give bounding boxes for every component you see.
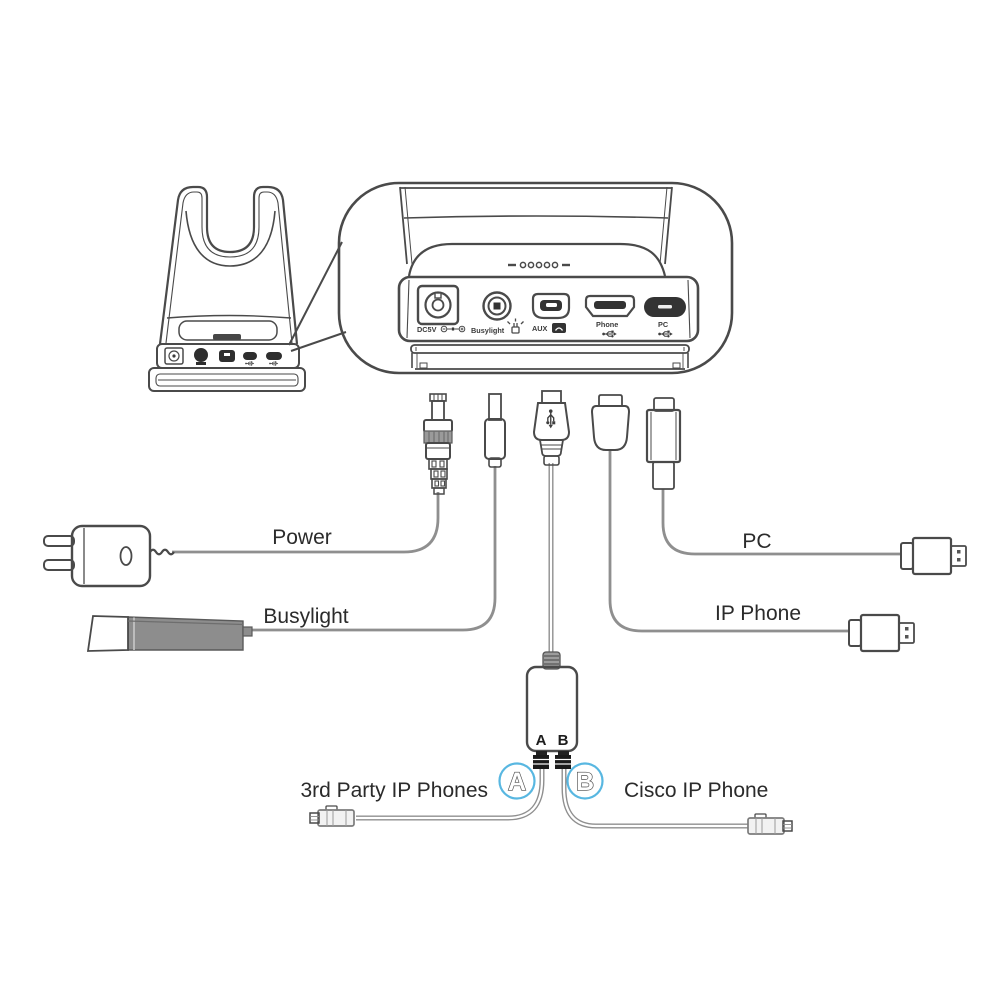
- power-cable: [172, 492, 440, 554]
- dock-phone-port: [243, 352, 257, 366]
- dock-busylight-port: [194, 348, 208, 365]
- panel-port-strip: [397, 275, 700, 343]
- usb-icon: [657, 330, 674, 338]
- badge-b-letter: B: [576, 768, 594, 796]
- aux-headset-icon: [552, 323, 566, 333]
- strain-relief: [149, 548, 175, 556]
- busylight-device: [86, 615, 253, 652]
- pc-port: PC: [644, 297, 686, 338]
- vent-dots: [508, 261, 570, 269]
- splitter-out-b: [555, 751, 571, 769]
- badge-b: B: [566, 762, 604, 800]
- magnifier-outline: [337, 181, 734, 375]
- busylight-cable: [252, 466, 497, 632]
- dc-plug-connector: [423, 393, 453, 495]
- dock-dc-port: [164, 347, 184, 365]
- pc-port-label: PC: [658, 320, 669, 329]
- usb-icon: [601, 330, 618, 338]
- plug-prong: [43, 559, 75, 571]
- aux-port-label: AUX: [532, 324, 548, 333]
- third-party-ip-phones-label: 3rd Party IP Phones: [300, 779, 488, 802]
- ip-phone-label: IP Phone: [715, 602, 801, 625]
- dock-pc-port: [266, 352, 282, 366]
- phone-port-label: Phone: [596, 320, 618, 329]
- dock-base: [148, 367, 306, 392]
- micro-usb-connector: [590, 394, 631, 451]
- dc-polarity-icon: [440, 325, 466, 333]
- phone-port: Phone: [584, 294, 636, 338]
- dc-port-label: DC5V: [417, 325, 437, 334]
- ip-phone-usb-connector: [848, 613, 915, 653]
- zoom-callout-lines: [288, 241, 347, 352]
- panel-side-arms: [399, 186, 673, 265]
- ip-phone-cable: [608, 450, 849, 633]
- headset-dock: [148, 185, 306, 392]
- badge-b-circle: [566, 762, 604, 800]
- cisco-ip-phone-label: Cisco IP Phone: [624, 779, 768, 802]
- dock-aux-port: [219, 350, 235, 362]
- usb-icon: [545, 408, 556, 430]
- plug-prong: [43, 535, 75, 547]
- aux-port: AUX: [531, 292, 571, 333]
- busylight-port-label: Busylight: [471, 326, 505, 335]
- pc-cable: [661, 489, 901, 556]
- power-label: Power: [272, 526, 332, 549]
- badge-a-letter: A: [508, 768, 526, 796]
- busylight-label: Busylight: [263, 605, 348, 628]
- dock-slot: [213, 334, 241, 340]
- panel-hump: [407, 242, 667, 277]
- pc-usb-connector: [900, 536, 967, 576]
- pc-plug-connector: [645, 397, 682, 490]
- dc-port: DC5V: [416, 284, 466, 334]
- busylight-bulb-icon: [507, 318, 524, 334]
- splitter-label-b: B: [558, 732, 569, 749]
- badge-a-circle: [498, 762, 536, 800]
- splitter-label-a: A: [536, 732, 547, 749]
- busylight-port: Busylight: [471, 291, 524, 335]
- rj9-connector-right: [747, 813, 793, 835]
- pc-label: PC: [742, 530, 771, 553]
- aux-plug-connector: [532, 390, 571, 466]
- cables: [172, 450, 901, 829]
- splitter-box: A B: [525, 651, 579, 769]
- busylight-plug-connector: [484, 393, 506, 468]
- cradle-rim: [185, 210, 276, 267]
- badge-a: A: [498, 762, 536, 800]
- base-rear-panel: DC5V Busylight: [337, 181, 734, 375]
- power-adapter: [43, 524, 175, 588]
- splitter-out-a: [533, 751, 549, 769]
- rj9-connector-left: [309, 805, 355, 827]
